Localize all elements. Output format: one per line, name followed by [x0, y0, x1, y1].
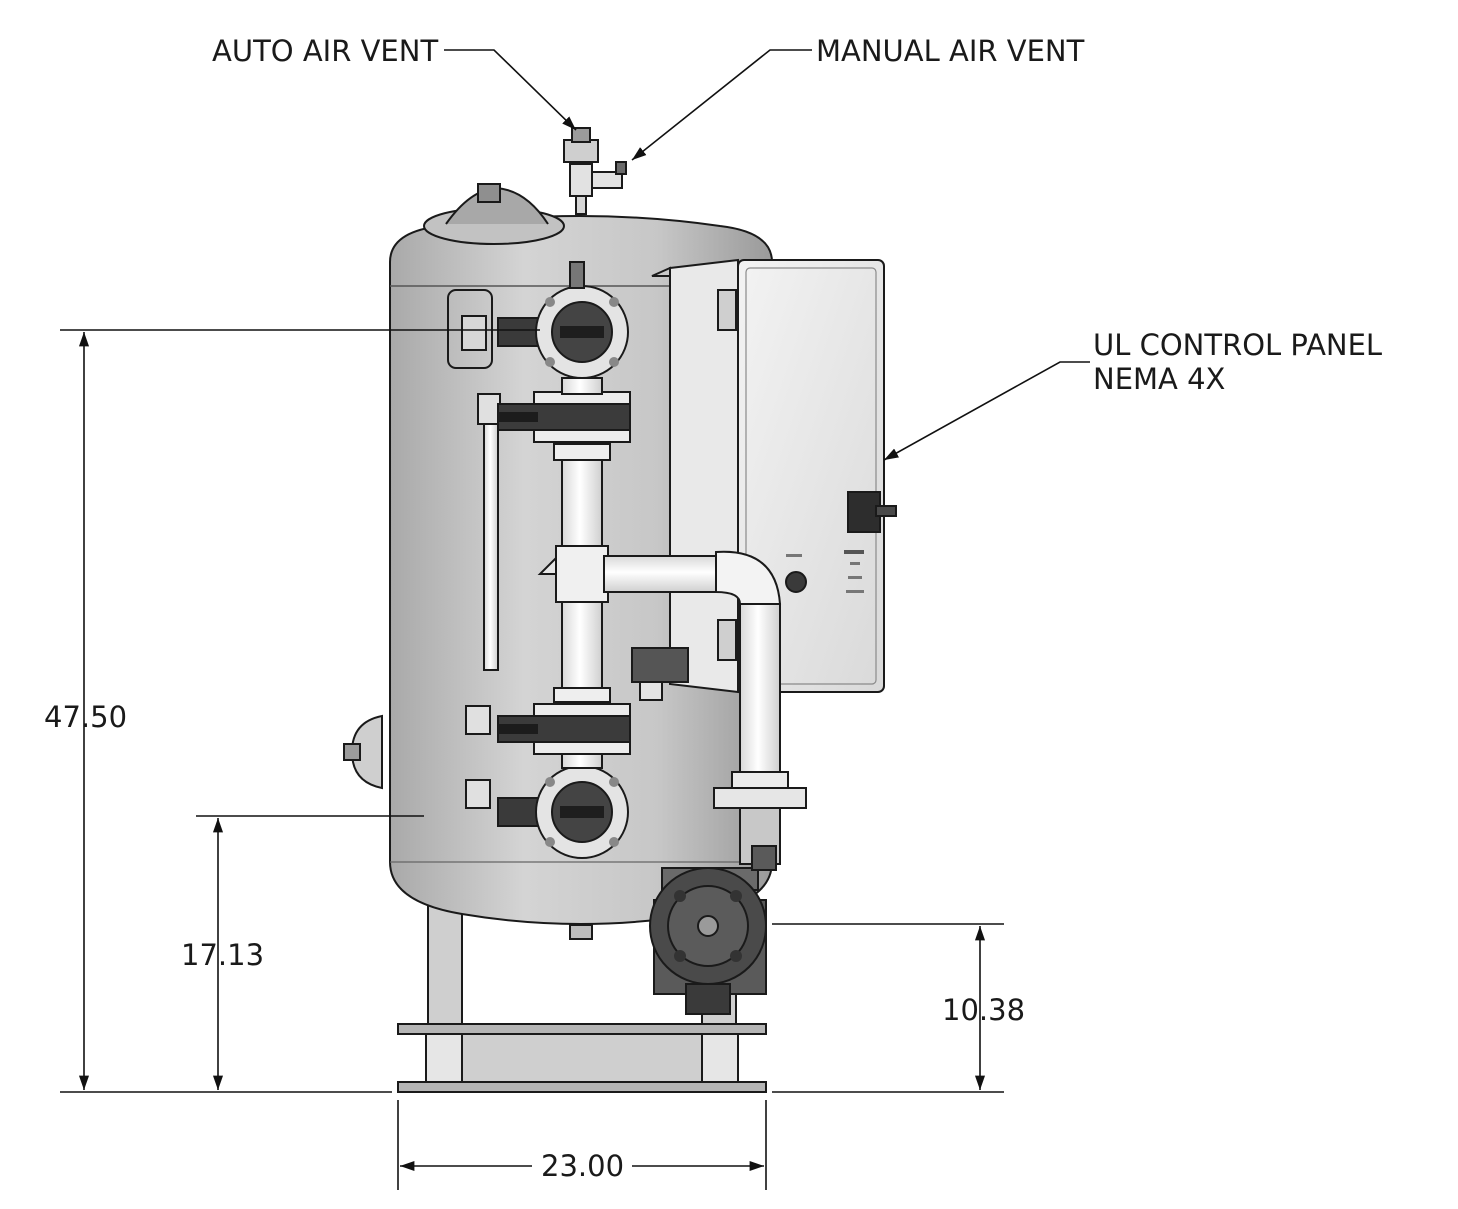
inlet-height-dimension: 17.13	[181, 938, 264, 972]
pump-height-dimension: 10.38	[942, 993, 1025, 1027]
side-gauge	[343, 714, 383, 790]
butterfly-valve-bottom	[497, 765, 629, 859]
butterfly-valve-top	[497, 261, 629, 379]
control-panel-label-line1: UL CONTROL PANEL	[1093, 328, 1382, 362]
auto-air-vent-label: AUTO AIR VENT	[212, 34, 438, 68]
overall-height-dimension: 47.50	[44, 700, 127, 734]
inline-valve-lower	[497, 703, 631, 769]
base-width-dimension: 23.00	[541, 1149, 624, 1183]
vertical-header	[537, 443, 611, 703]
air-vent-assembly	[563, 127, 627, 215]
outlet-piping	[603, 550, 807, 865]
pump	[649, 845, 777, 1015]
base-skid	[397, 1023, 767, 1093]
inline-valve-upper	[497, 377, 631, 443]
sight-glass-tube	[447, 289, 501, 809]
manway-cover	[423, 183, 565, 245]
manual-air-vent-label: MANUAL AIR VENT	[816, 34, 1085, 68]
control-panel-label-line2: NEMA 4X	[1093, 362, 1225, 396]
callout-leaders	[444, 49, 1090, 461]
dimension-lines	[60, 329, 1004, 1190]
